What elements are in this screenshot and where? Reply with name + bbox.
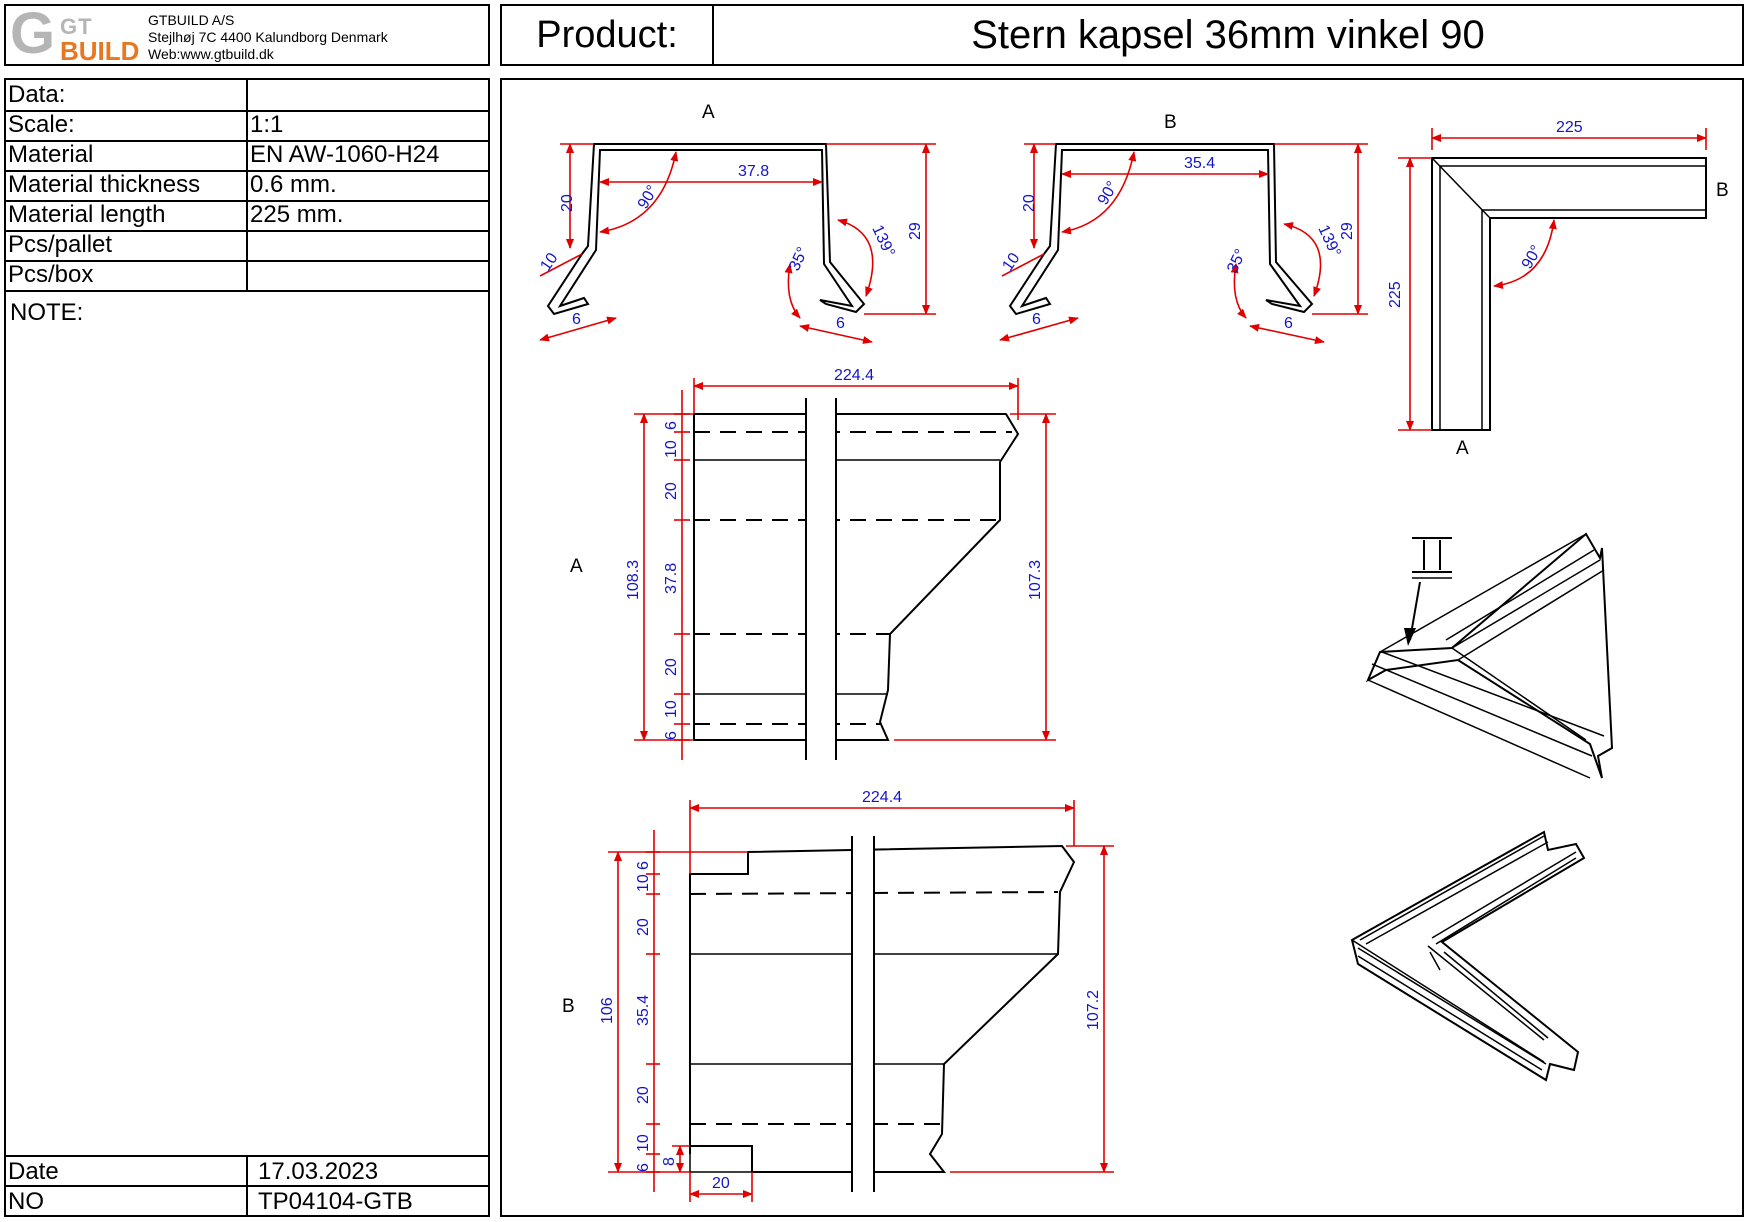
company-address-block: GTBUILD A/S Stejlhøj 7C 4400 Kalundborg … [148, 12, 388, 63]
info-key: Material [8, 141, 94, 168]
flat-a-seg-6-bottom: 6 [663, 731, 680, 740]
profile-a-width-text: 37.8 [738, 163, 769, 180]
profile-b-side-text: 20 [1021, 194, 1038, 212]
logo-g-mark: G [10, 1, 56, 66]
profile-a-height-text: 29 [907, 222, 924, 240]
number-value: TP04104-GTB [258, 1188, 413, 1215]
profile-a: A 37.8 20 29 10 6 6 90° 35° 139° [537, 102, 936, 344]
profile-b-hem2-text: 6 [1284, 315, 1293, 332]
profile-a-side-text: 20 [559, 194, 576, 212]
flat-a-right-height-text: 107.3 [1027, 560, 1044, 600]
profile-b-label: B [1164, 112, 1177, 133]
profile-a-hem2-text: 6 [836, 315, 845, 332]
isometric-view-bottom [1350, 830, 1586, 1082]
flat-a-seg-10-bottom: 10 [663, 700, 680, 718]
info-key: Scale: [8, 111, 75, 138]
profile-b-angle-bend-text: 35° [1224, 247, 1250, 276]
profile-a-hem-dim [539, 316, 617, 342]
flat-b-seg-20-top: 20 [635, 918, 652, 936]
date-row: Date 17.03.2023 [6, 1155, 488, 1187]
gtbuild-logo: G GT BUILD [10, 4, 150, 67]
product-header: Product: Stern kapsel 36mm vinkel 90 [500, 4, 1744, 66]
plan-length-text: 225 [1556, 119, 1583, 136]
profile-b: B 35.4 20 29 10 6 6 90° 35° 139° [999, 112, 1368, 345]
flat-b-left-height-text: 106 [599, 997, 616, 1024]
flat-b-seg-20-bottom: 20 [635, 1086, 652, 1104]
profile-a-lip-text: 10 [537, 250, 561, 274]
company-header: G GT BUILD GTBUILD A/S Stejlhøj 7C 4400 … [4, 4, 490, 66]
flat-b-notch-h-text: 8 [661, 1157, 678, 1166]
plan-angle-text: 90° [1519, 243, 1546, 272]
info-key: Material thickness [8, 171, 201, 198]
number-label: NO [8, 1188, 44, 1215]
flat-a-outline [693, 413, 1020, 741]
flat-b-seg-10-top: 10 [635, 874, 652, 892]
product-name: Stern kapsel 36mm vinkel 90 [971, 13, 1485, 57]
flat-b-notch-w-text: 20 [712, 1175, 730, 1192]
flat-b-label: B [562, 996, 575, 1017]
flat-a-length-text: 224.4 [834, 367, 874, 384]
plan-outline [1431, 157, 1707, 431]
flat-a-left-height-text: 108.3 [625, 560, 642, 600]
plan-width-text: 225 [1387, 281, 1404, 308]
flat-a-seg-20-bottom: 20 [663, 658, 680, 676]
flat-a-label: A [570, 556, 583, 577]
number-row: NO TP04104-GTB [6, 1185, 488, 1217]
company-web: Web:www.gtbuild.dk [148, 46, 274, 62]
profile-a-angle-top-arc [599, 151, 679, 235]
profile-a-outline [546, 143, 866, 316]
info-key: Pcs/pallet [8, 231, 113, 258]
profile-a-angle-bend-text: 35° [786, 245, 812, 274]
profile-b-angle-top-text: 90° [1095, 179, 1122, 208]
flat-a-seg-10-top: 10 [663, 440, 680, 458]
note-label: NOTE: [10, 299, 84, 326]
flat-b-right-height-text: 107.2 [1085, 990, 1102, 1030]
profile-b-outline [1008, 143, 1314, 316]
flat-b-seg-10-bottom: 10 [635, 1134, 652, 1152]
info-key: Material length [8, 201, 166, 228]
product-label: Product: [502, 6, 714, 64]
info-value: EN AW-1060-H24 [250, 141, 440, 168]
logo-build-text: BUILD [60, 36, 140, 66]
info-row-pcs-box: Pcs/box [6, 260, 488, 292]
profile-b-lip-text: 10 [999, 250, 1023, 274]
isometric-view-top [1365, 532, 1614, 779]
flat-pattern-a: A 224.4 108.3 107.3 6 [570, 367, 1056, 760]
profile-a-hem-text: 6 [572, 311, 581, 328]
flat-a-seg-6-top: 6 [663, 421, 680, 430]
info-value: 0.6 mm. [250, 171, 337, 198]
flat-pattern-b: B 224.4 106 107.2 6 [562, 789, 1114, 1202]
company-name: GTBUILD A/S [148, 12, 235, 28]
profile-b-width-text: 35.4 [1184, 155, 1215, 172]
flat-b-length-text: 224.4 [862, 789, 902, 806]
profile-b-height-text: 29 [1339, 222, 1356, 240]
profile-a-angle-top-text: 90° [635, 183, 662, 212]
plan-label-a: A [1456, 438, 1469, 459]
plan-view: 225 225 90° B A [1387, 119, 1729, 459]
info-key: Pcs/box [8, 261, 94, 288]
date-label: Date [8, 1158, 59, 1185]
flat-b-seg-6-bottom: 6 [635, 1163, 652, 1172]
plan-label-b: B [1716, 180, 1729, 201]
date-value: 17.03.2023 [258, 1158, 379, 1185]
profile-b-hem-text: 6 [1032, 311, 1041, 328]
profile-a-label: A [702, 102, 715, 123]
info-value: 225 mm. [250, 201, 344, 228]
flat-a-seg-main: 37.8 [663, 563, 680, 594]
flat-b-seg-main: 35.4 [635, 995, 652, 1026]
info-key: Data: [8, 81, 66, 108]
company-address: Stejlhøj 7C 4400 Kalundborg Denmark [148, 29, 388, 45]
info-value: 1:1 [250, 111, 284, 138]
flat-a-seg-20-top: 20 [663, 482, 680, 500]
flat-b-seg-6-top: 6 [635, 861, 652, 870]
logo-gt-text: GT [60, 14, 93, 39]
info-panel: Data: Scale: 1:1 Material EN AW-1060-H24… [4, 78, 490, 1217]
